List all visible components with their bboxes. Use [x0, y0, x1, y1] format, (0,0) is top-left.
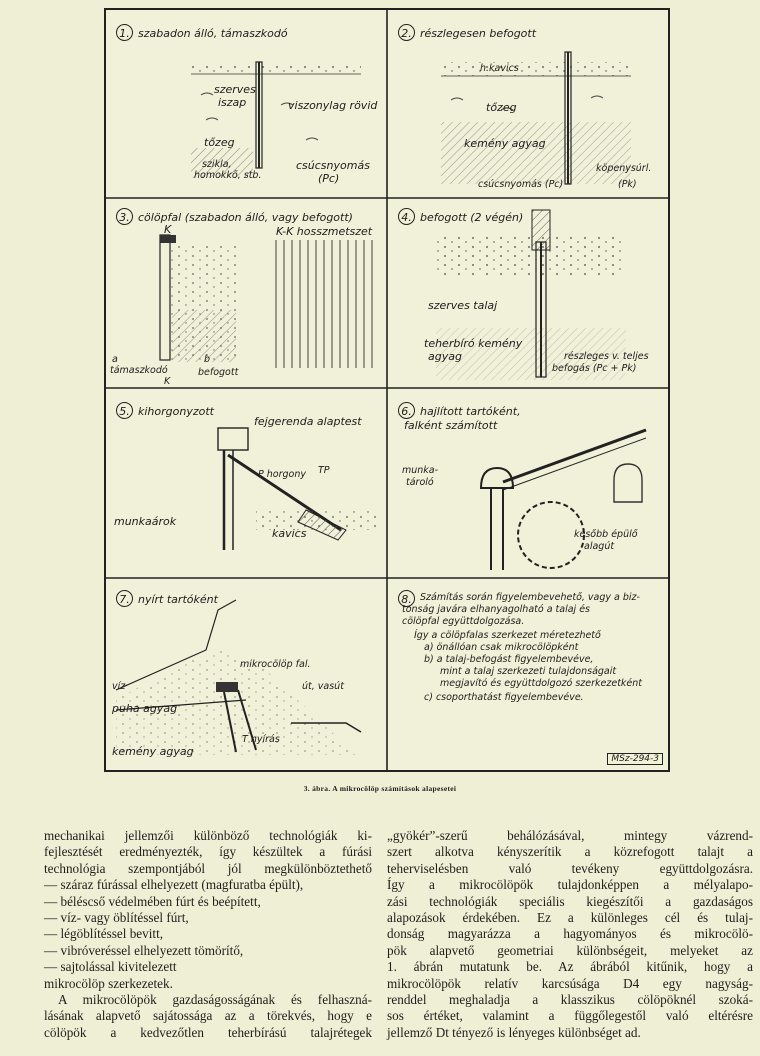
figure-caption: 3. ábra. A mikrocölöp számítások alapese…	[0, 784, 760, 793]
text-line: technológia szempontjából jól megkülönbö…	[44, 861, 372, 877]
panel-4-title: befogott (2 végén)	[420, 212, 523, 223]
panel-1-label: tőzeg	[204, 137, 235, 148]
panel-6-label: alagút	[584, 542, 614, 552]
panel-2-label: h.kavics	[480, 64, 519, 74]
panel-7-label: mikrocölöp fal.	[240, 660, 310, 670]
panel-2-label: kemény agyag	[464, 138, 546, 149]
panel-6-title: hajlított tartóként,	[420, 406, 521, 417]
panel-5-label: fejgerenda alaptest	[254, 416, 362, 427]
panel-8-line: Így a cölöpfalas szerkezet méretezhető	[414, 630, 601, 642]
text-line: 1. ábrán mutatunk be. Az ábrából kitűnik…	[387, 959, 753, 975]
text-line: zási technológiák speciális kiegészítői …	[387, 894, 753, 910]
panel-5-label: TP	[318, 466, 330, 476]
panel-7-label: víz	[112, 682, 125, 692]
text-line: alapozások érdekében. Ez a különleges cé…	[387, 910, 753, 926]
text-line: fejlesztését eredményezték, így készülte…	[44, 844, 372, 860]
panel-2-label: csúcsnyomás (Pc)	[478, 180, 563, 190]
panel-6-label: falként számított	[404, 420, 497, 431]
text-line: mikrocölöp szerkezetek.	[44, 976, 372, 992]
text-line: „gyökér”-szerű behálózásával, mintegy vá…	[387, 828, 753, 844]
panel-2-title: részlegesen befogott	[420, 28, 536, 39]
text-line: szert alkotva kényszerítik a közrefogott…	[387, 844, 753, 860]
panel-6-number: 6.	[398, 402, 415, 419]
text-line: — száraz fúrással elhelyezett (magfuratb…	[44, 877, 372, 893]
text-line: jellemző Dt tényező is lényeges különbsé…	[387, 1025, 753, 1041]
panel-6-label: munka-	[402, 466, 438, 476]
panel-4-label: agyag	[428, 351, 462, 362]
panel-2-number: 2.	[398, 24, 415, 41]
panel-3-label: befogott	[198, 368, 238, 378]
panel-8-line: tonság javára elhanyagolható a talaj és	[402, 604, 590, 616]
text-column-left: mechanikai jellemzői különböző technológ…	[44, 828, 372, 1041]
text-line: sos értéket, valamint a függőlegestől va…	[387, 1008, 753, 1024]
text-line: mechanikai jellemzői különböző technológ…	[44, 828, 372, 844]
text-line: renddel meghaladja a klasszikus cölöpökn…	[387, 992, 753, 1008]
panel-1-label: csúcsnyomás	[296, 160, 370, 171]
panel-5-label: munkaárok	[114, 516, 176, 527]
text-line: pök alapvető geometriai különbségeit, me…	[387, 943, 753, 959]
panel-7-label: puha agyag	[112, 703, 177, 714]
panel-6-label: tároló	[406, 478, 434, 488]
panel-7-label: út, vasút	[302, 682, 344, 692]
text-column-right: „gyökér”-szerű behálózásával, mintegy vá…	[387, 828, 753, 1041]
panel-3-label: K	[164, 377, 170, 387]
text-line: A mikrocölöpök gazdaságosságának és felh…	[44, 992, 372, 1008]
text-line: — vibróveréssel elhelyezett tömörítő,	[44, 943, 372, 959]
panel-1-number: 1.	[116, 24, 133, 41]
panel-4-label: teherbíró kemény	[424, 338, 522, 349]
text-line: lásának alapvető sajátossága az a törekv…	[44, 1008, 372, 1024]
panel-6-label: később épülő	[574, 530, 638, 540]
panel-5-label: P horgony	[258, 470, 306, 480]
panel-4-label: részleges v. teljes	[564, 352, 649, 362]
text-line: — légöblítéssel bevitt,	[44, 926, 372, 942]
text-line: — víz- vagy öblítéssel fúrt,	[44, 910, 372, 926]
text-line: mikrocölöpök relatív karcsúsága D4 egy n…	[387, 976, 753, 992]
panel-8-line: Számítás során figyelembevehető, vagy a …	[420, 592, 640, 604]
panel-8-line: cölöpfal együttdolgozása.	[402, 616, 524, 628]
panel-7-number: 7.	[116, 590, 133, 607]
panel-1-label: homokkő, stb.	[194, 171, 261, 181]
panel-3-label: b	[204, 355, 210, 365]
panel-1-label: szerves	[214, 84, 256, 95]
panel-6-drawing	[481, 430, 646, 570]
text-line: Így a mikrocölöpök tulajdonképpen a mély…	[387, 877, 753, 893]
panel-5-label: kavics	[272, 528, 306, 539]
panel-3-label: támaszkodó	[110, 366, 168, 376]
panel-3-label: K	[164, 224, 171, 235]
panel-2-label: köpenysúrl.	[596, 164, 651, 174]
panel-8-line: megjavító és együttdolgozó szerkezetként	[440, 678, 642, 690]
panel-1-title: szabadon álló, támaszkodó	[138, 28, 288, 39]
text-line: — béléscső védelmében fúrt és beépített,	[44, 894, 372, 910]
panel-4-label: befogás (Pc + Pk)	[552, 364, 636, 374]
panel-3-label: K-K hosszmetszet	[276, 226, 372, 237]
panel-7-title: nyírt tartóként	[138, 594, 218, 605]
panel-2-label: (Pk)	[618, 180, 637, 190]
panel-3-title: cölöpfal (szabadon álló, vagy befogott)	[138, 212, 353, 223]
panel-5-number: 5.	[116, 402, 133, 419]
panel-1-label: viszonylag rövid	[288, 100, 377, 111]
figure-code: MSz-294-3	[607, 753, 663, 765]
text-line: — sajtolással kivitelezett	[44, 959, 372, 975]
panel-1-label: szikla,	[202, 160, 232, 170]
panel-5-title: kihorgonyzott	[138, 406, 214, 417]
panel-4-label: szerves talaj	[428, 300, 497, 311]
panel-7-label: T nyírás	[242, 735, 280, 745]
panel-7-label: kemény agyag	[112, 746, 194, 757]
panel-8-line: b) a talaj-befogást figyelembevéve,	[424, 654, 593, 666]
panel-3-number: 3.	[116, 208, 133, 225]
panel-7-drawing	[116, 600, 361, 755]
panel-8-line: c) csoporthatást figyelembevéve.	[424, 692, 584, 704]
panel-3-label: a	[112, 355, 118, 365]
panel-1-label: iszap	[218, 97, 246, 108]
text-line: cölöpök a kedvezőtlen teherbírású talajr…	[44, 1025, 372, 1041]
text-line: teherviselésben való tevékeny együttdolg…	[387, 861, 753, 877]
panel-3-drawing	[160, 235, 372, 368]
panel-2-label: tőzeg	[486, 102, 517, 113]
panel-1-label: (Pc)	[318, 173, 339, 184]
panel-8-line: mint a talaj szerkezeti tulajdonságait	[440, 666, 616, 678]
panel-4-number: 4.	[398, 208, 415, 225]
text-line: donság magyarázza a hagyományos és mikro…	[387, 926, 753, 942]
panel-8-line: a) önállóan csak mikrocölöpként	[424, 642, 578, 654]
figure-frame: 1. szabadon álló, támaszkodó szerves isz…	[104, 8, 670, 772]
